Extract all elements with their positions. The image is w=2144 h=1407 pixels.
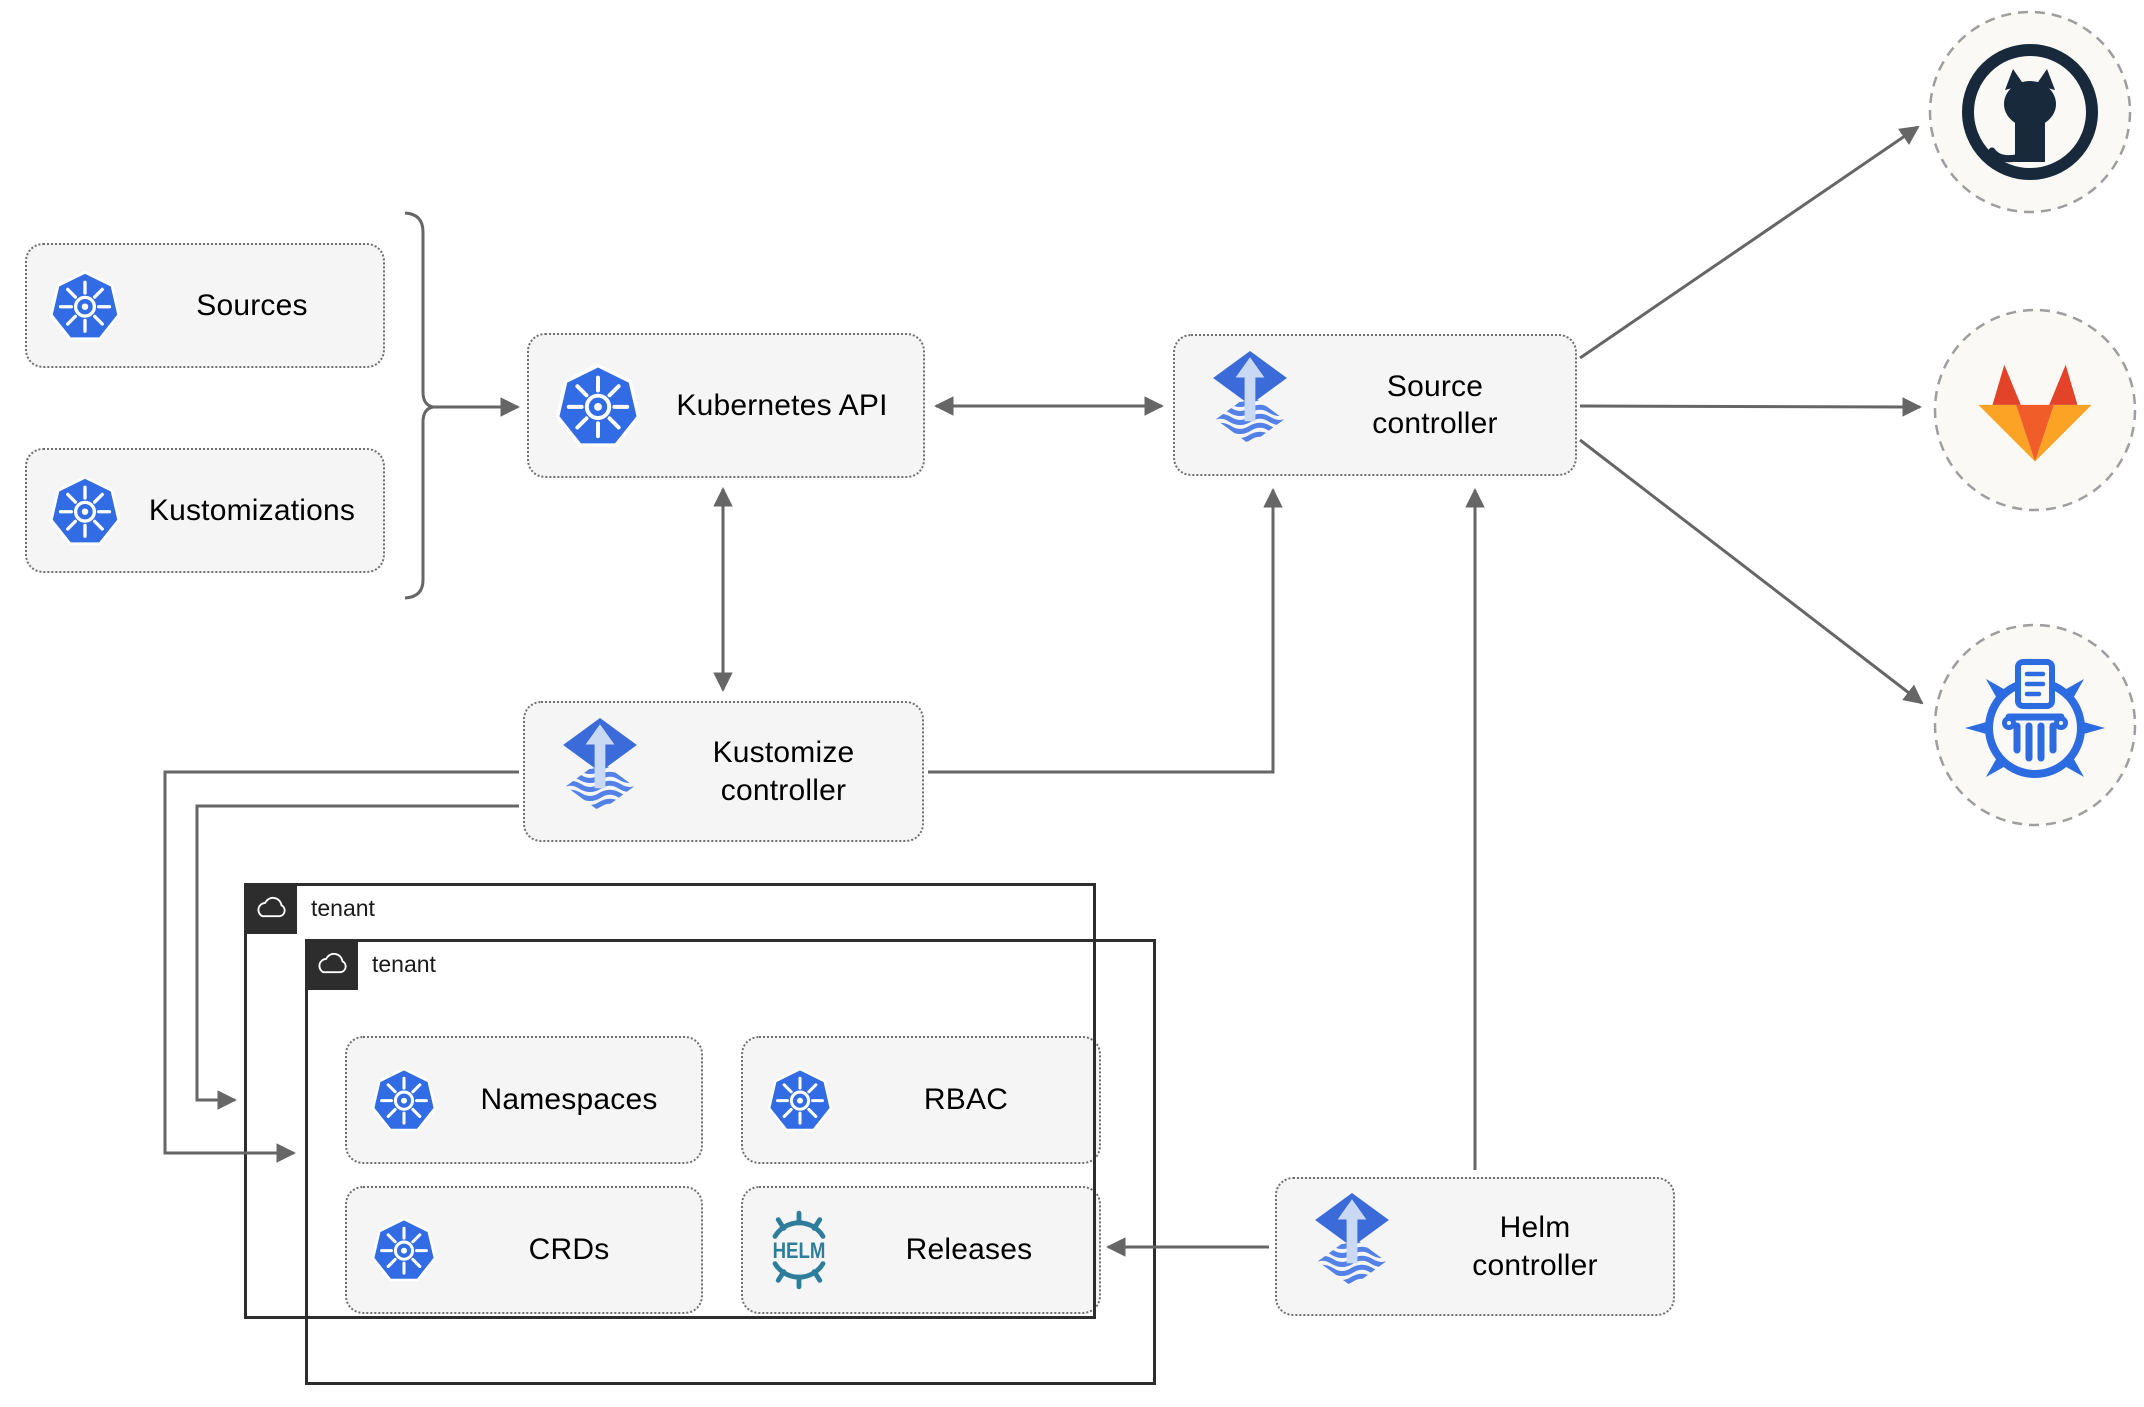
cloud-icon — [254, 896, 288, 921]
kubernetes-icon — [49, 270, 121, 342]
edge-source-controller-to-chartmuseum — [1579, 438, 1924, 705]
node-label: Kubernetes API — [676, 388, 888, 422]
node-label: Kustomizations — [148, 493, 356, 527]
chartmuseum-endpoint — [1933, 623, 2137, 827]
kubernetes-icon — [555, 363, 641, 449]
edge-source-controller-to-github — [1579, 125, 1920, 360]
flux-icon — [1307, 1191, 1397, 1303]
tenant-group-inner: tenant — [305, 939, 1156, 1385]
dashed-circle — [1928, 10, 2132, 214]
node-kubernetes-api: Kubernetes API — [527, 333, 925, 478]
edge-kustomize-controller-to-source-controller — [928, 488, 1283, 774]
dashed-circle — [1933, 308, 2137, 512]
node-helm-controller: Helm controller — [1275, 1177, 1675, 1316]
flux-icon — [1205, 349, 1295, 461]
tenant-corner — [244, 883, 297, 934]
dashed-circle — [1933, 623, 2137, 827]
node-releases: Releases — [741, 1186, 1101, 1314]
kubernetes-icon — [49, 475, 121, 547]
node-sources: Sources — [25, 243, 385, 368]
tenant-corner — [305, 939, 358, 990]
node-label: Releases — [905, 1233, 1033, 1267]
node-crds: CRDs — [345, 1186, 703, 1314]
cloud-icon — [315, 952, 349, 977]
edge-source-controller-to-gitlab — [1579, 397, 1922, 417]
node-label: CRDs — [528, 1233, 610, 1267]
tenant-label: tenant — [311, 895, 375, 921]
chartmuseum-icon — [1965, 659, 2105, 778]
node-label: RBAC — [923, 1083, 1009, 1117]
node-label: Sources — [196, 288, 308, 322]
node-label: Kustomize controller — [712, 736, 855, 807]
github-icon — [1962, 44, 2098, 180]
node-source-controller: Source controller — [1173, 334, 1577, 476]
node-kustomizations: Kustomizations — [25, 448, 385, 573]
edge-brace — [404, 211, 434, 600]
node-kustomize-controller: Kustomize controller — [523, 701, 924, 842]
node-label: Helm controller — [1472, 1211, 1598, 1282]
tenant-label: tenant — [372, 951, 436, 977]
flux-icon — [555, 716, 645, 828]
node-rbac: RBAC — [741, 1036, 1101, 1164]
node-label: Source controller — [1372, 369, 1498, 441]
github-endpoint — [1928, 10, 2132, 214]
gitlab-icon — [1978, 364, 2092, 462]
gitlab-endpoint — [1933, 308, 2137, 512]
